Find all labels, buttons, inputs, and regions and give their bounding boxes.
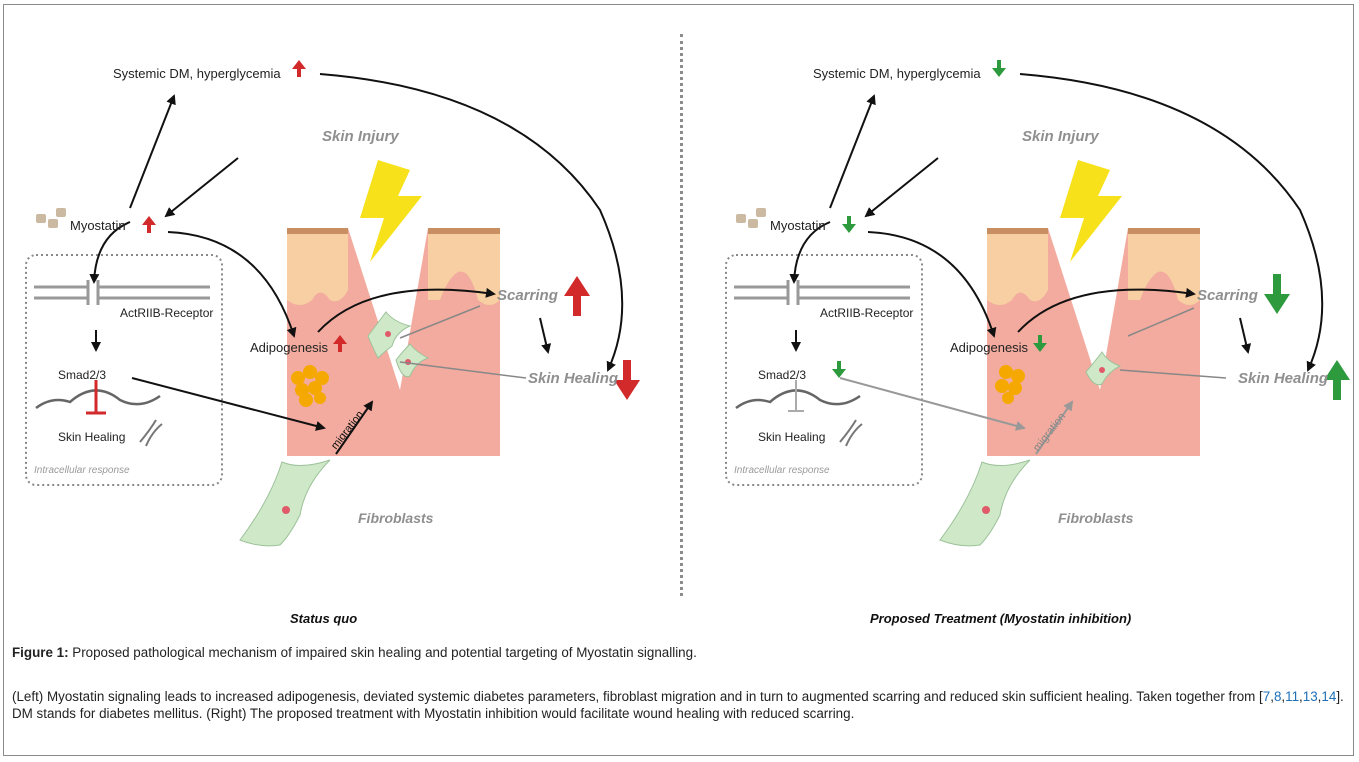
smad-label: Smad2/3 (758, 368, 807, 382)
arrow-down-large-icon (614, 360, 640, 400)
guide-lines (1119, 307, 1227, 379)
skin-healing-intra-label: Skin Healing (58, 430, 126, 444)
adipocyte-cluster-icon (995, 365, 1025, 404)
myostatin-particles-icon (736, 208, 766, 228)
skin-tissue (287, 228, 500, 456)
left-panel-title: Status quo (290, 611, 358, 626)
systemic-dm-label: Systemic DM, hyperglycemia (113, 66, 281, 81)
skin-healing-label: Skin Healing (1238, 370, 1329, 387)
myostatin-label: Myostatin (70, 218, 126, 233)
direction-arrows (832, 60, 1350, 400)
pathway-arrows (789, 73, 1324, 372)
fibroblast-cells-icon (939, 351, 1122, 547)
left-diagram-graphics: migration (25, 60, 640, 547)
guide-lines (399, 305, 527, 379)
intracellular-label: Intracellular response (34, 465, 130, 476)
myostatin-particles-icon (36, 208, 66, 228)
right-diagram-graphics: migration (725, 60, 1350, 547)
arrow-down-icon (842, 216, 856, 233)
fibroblasts-label: Fibroblasts (1058, 510, 1134, 526)
dna-helix-icon (139, 419, 163, 447)
arrow-down-large-icon (1264, 274, 1290, 314)
panel-status-quo: migration Systemic DM, hyperglycemia Ski… (0, 0, 680, 600)
fibroblasts-label: Fibroblasts (358, 510, 434, 526)
arrow-up-icon (292, 60, 306, 77)
right-panel-title: Proposed Treatment (Myostatin inhibition… (870, 611, 1132, 626)
scarring-label: Scarring (497, 287, 558, 304)
arrow-down-icon (1033, 335, 1047, 352)
receptor-label: ActRIIB-Receptor (820, 306, 914, 320)
arrow-down-icon (832, 361, 846, 378)
scarring-label: Scarring (1197, 287, 1258, 304)
figure-caption-text: Proposed pathological mechanism of impai… (68, 645, 697, 660)
arrow-up-large-icon (1324, 360, 1350, 400)
inhibition-icon (86, 380, 106, 415)
myostatin-label: Myostatin (770, 218, 826, 233)
skin-tissue (987, 228, 1200, 456)
lightning-icon (360, 160, 422, 262)
pathway-arrows (89, 73, 624, 455)
inhibition-icon (788, 380, 804, 412)
direction-arrows (142, 60, 640, 400)
adipocyte-cluster-icon (291, 365, 329, 407)
reduced-pathway-arrows (839, 377, 1074, 455)
caption-part-1: (Left) Myostatin signaling leads to incr… (12, 689, 1263, 704)
reference-link[interactable]: 13 (1302, 689, 1318, 704)
adipogenesis-label: Adipogenesis (950, 340, 1029, 355)
intracellular-box (25, 254, 223, 486)
panel-divider (680, 34, 683, 596)
skin-healing-intra-label: Skin Healing (758, 430, 826, 444)
arrow-up-large-icon (564, 276, 590, 316)
intracellular-box (725, 254, 923, 486)
dna-helix-icon (839, 419, 863, 447)
adipogenesis-label: Adipogenesis (250, 340, 329, 355)
systemic-dm-label: Systemic DM, hyperglycemia (813, 66, 981, 81)
arrow-up-icon (333, 335, 347, 352)
actriib-receptor-icon (34, 280, 210, 305)
skin-injury-label: Skin Injury (322, 128, 399, 145)
dna-strand-icon (735, 389, 861, 410)
intracellular-label: Intracellular response (734, 465, 830, 476)
reference-link[interactable]: 14 (1321, 689, 1337, 704)
reference-link[interactable]: 11 (1285, 689, 1300, 704)
figure-caption-title: Figure 1: Proposed pathological mechanis… (12, 644, 1347, 661)
arrow-up-icon (142, 216, 156, 233)
reference-link[interactable]: 7 (1262, 689, 1271, 704)
figure-frame (3, 4, 1354, 756)
receptor-label: ActRIIB-Receptor (120, 306, 214, 320)
skin-injury-label: Skin Injury (1022, 128, 1099, 145)
reference-link[interactable]: 8 (1273, 689, 1282, 704)
smad-label: Smad2/3 (58, 368, 107, 382)
panel-proposed-treatment: migration Systemic DM, hyperglycemia Ski… (700, 0, 1359, 600)
arrow-down-icon (992, 60, 1006, 77)
caption-part-2: ]. DM stands for diabetes mellitus. (Rig… (12, 689, 1344, 721)
figure-caption-body: (Left) Myostatin signaling leads to incr… (12, 689, 1344, 721)
actriib-receptor-icon (734, 280, 910, 305)
figure-label: Figure 1: (12, 645, 69, 660)
lightning-icon (1060, 160, 1122, 262)
dna-strand-icon (35, 389, 161, 410)
skin-healing-label: Skin Healing (528, 370, 619, 387)
